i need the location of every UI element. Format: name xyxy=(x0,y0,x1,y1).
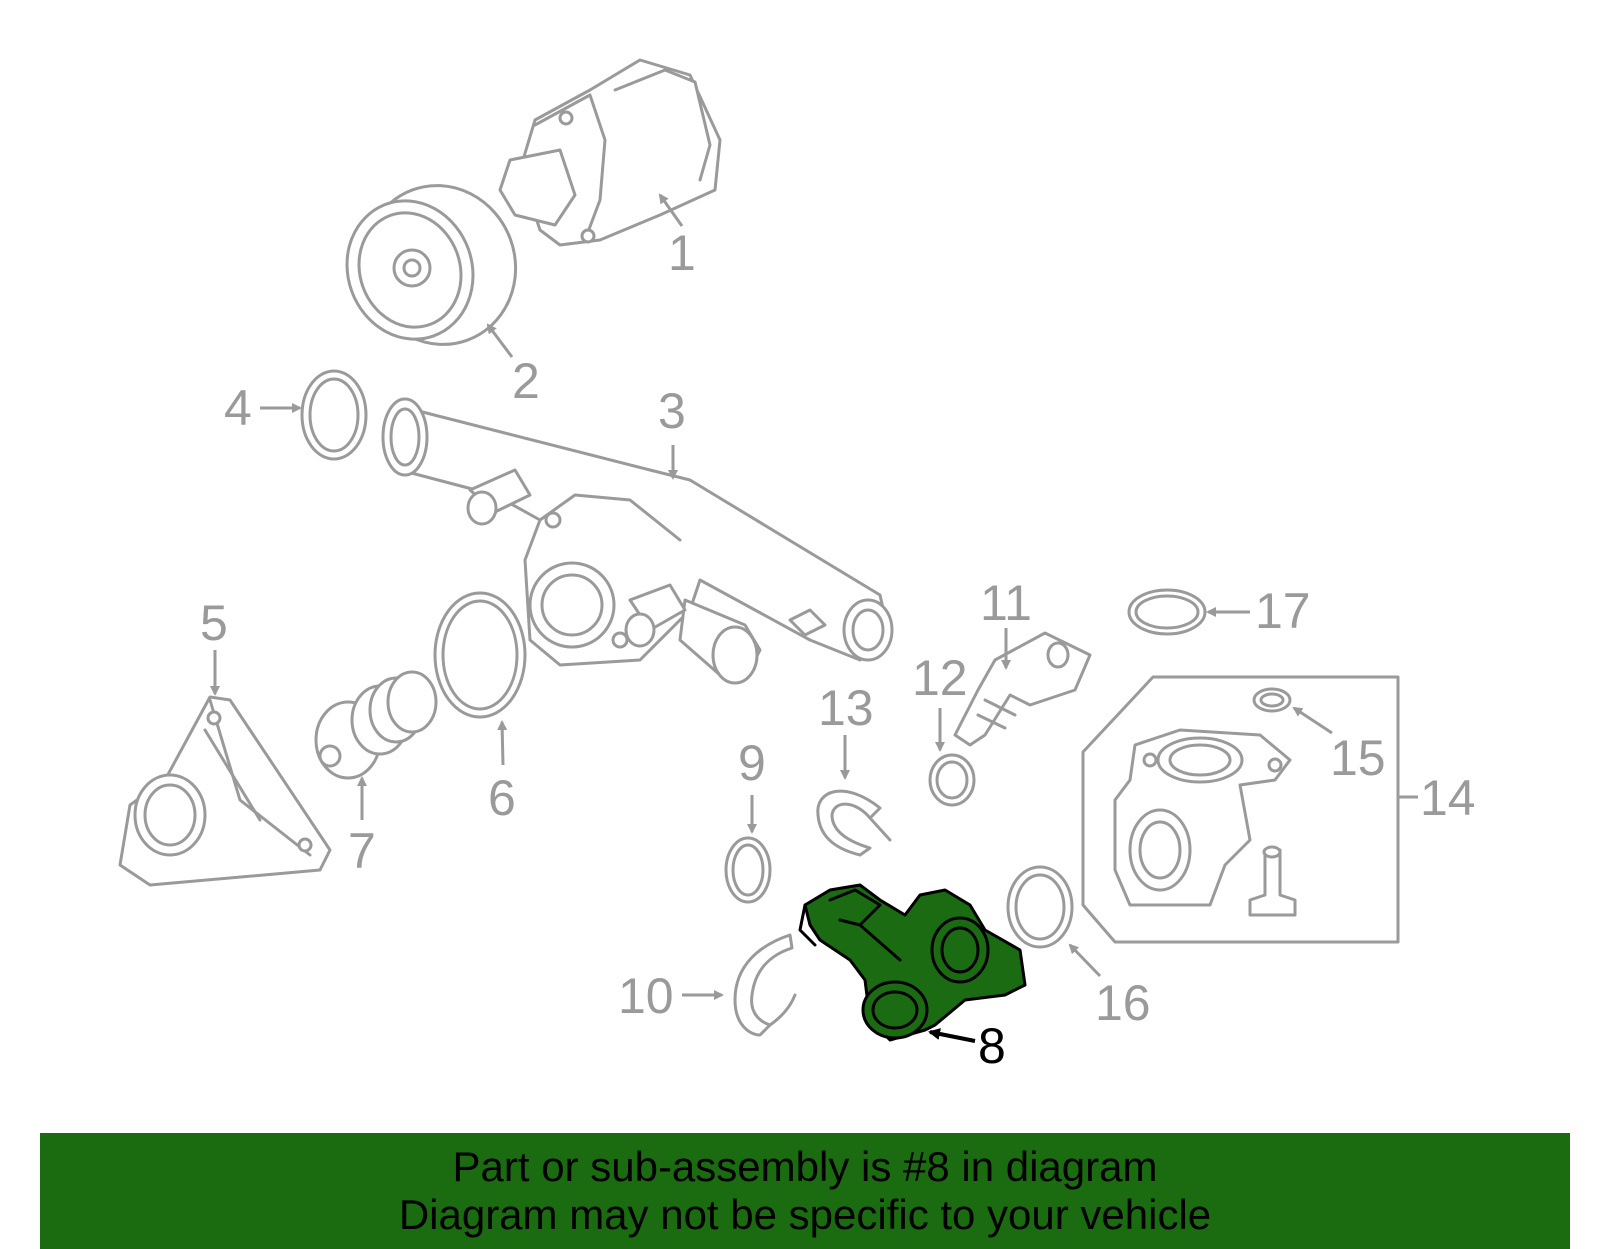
callout-4: 4 xyxy=(224,380,302,436)
callout-label-12: 12 xyxy=(912,650,968,706)
callout-1: 1 xyxy=(658,193,696,281)
callout-label-4: 4 xyxy=(224,380,252,436)
banner-line-1: Part or sub-assembly is #8 in diagram xyxy=(452,1143,1158,1190)
part-9-o-ring xyxy=(724,836,772,904)
part-11-temperature-sensor xyxy=(953,631,1092,747)
callout-16: 16 xyxy=(1068,943,1151,1031)
callout-14: 14 xyxy=(1398,770,1476,826)
callout-label-9: 9 xyxy=(738,735,766,791)
banner-line-2: Diagram may not be specific to your vehi… xyxy=(398,1191,1212,1238)
part-2-pulley xyxy=(345,184,518,346)
part-7-thermostat xyxy=(314,670,438,780)
callout-12: 12 xyxy=(912,650,968,752)
callout-label-5: 5 xyxy=(200,595,228,651)
callout-7: 7 xyxy=(348,776,376,879)
callout-label-17: 17 xyxy=(1255,583,1311,639)
callout-13: 13 xyxy=(818,680,874,780)
part-8-coolant-flange-highlighted xyxy=(798,883,1027,1042)
callout-label-14: 14 xyxy=(1420,770,1476,826)
part-10-clip xyxy=(733,933,797,1037)
part-3-thermostat-housing xyxy=(381,397,894,685)
part-13-clip xyxy=(816,789,892,857)
callout-3: 3 xyxy=(658,383,686,480)
part-5-cover xyxy=(118,695,332,887)
callout-label-1: 1 xyxy=(668,225,696,281)
part-15-o-ring xyxy=(1252,687,1292,713)
part-17-o-ring xyxy=(1127,588,1207,636)
callout-label-8: 8 xyxy=(978,1018,1006,1074)
callout-label-2: 2 xyxy=(512,353,540,409)
info-banner: Part or sub-assembly is #8 in diagram Di… xyxy=(40,1133,1570,1249)
part-1-water-pump xyxy=(498,58,722,247)
callout-label-10: 10 xyxy=(618,968,674,1024)
callout-8: 8 xyxy=(928,1018,1006,1074)
callout-label-11: 11 xyxy=(980,575,1032,631)
part-4-o-ring xyxy=(300,369,368,461)
callout-15: 15 xyxy=(1292,706,1386,786)
callout-2: 2 xyxy=(486,323,540,409)
callout-label-6: 6 xyxy=(488,770,516,826)
callout-label-13: 13 xyxy=(818,680,874,736)
callout-label-7: 7 xyxy=(348,823,376,879)
callout-6: 6 xyxy=(488,720,516,826)
callout-17: 17 xyxy=(1206,583,1311,639)
part-12-o-ring xyxy=(928,753,976,807)
callout-label-3: 3 xyxy=(658,383,686,439)
callout-label-16: 16 xyxy=(1095,975,1151,1031)
callout-label-15: 15 xyxy=(1330,730,1386,786)
callout-10: 10 xyxy=(618,968,724,1024)
part-16-gasket xyxy=(1006,865,1074,949)
callout-9: 9 xyxy=(738,735,766,834)
callout-11: 11 xyxy=(980,575,1032,670)
part-6-gasket xyxy=(433,591,527,719)
part-14-assembly-box xyxy=(1081,675,1400,944)
callout-5: 5 xyxy=(200,595,228,696)
